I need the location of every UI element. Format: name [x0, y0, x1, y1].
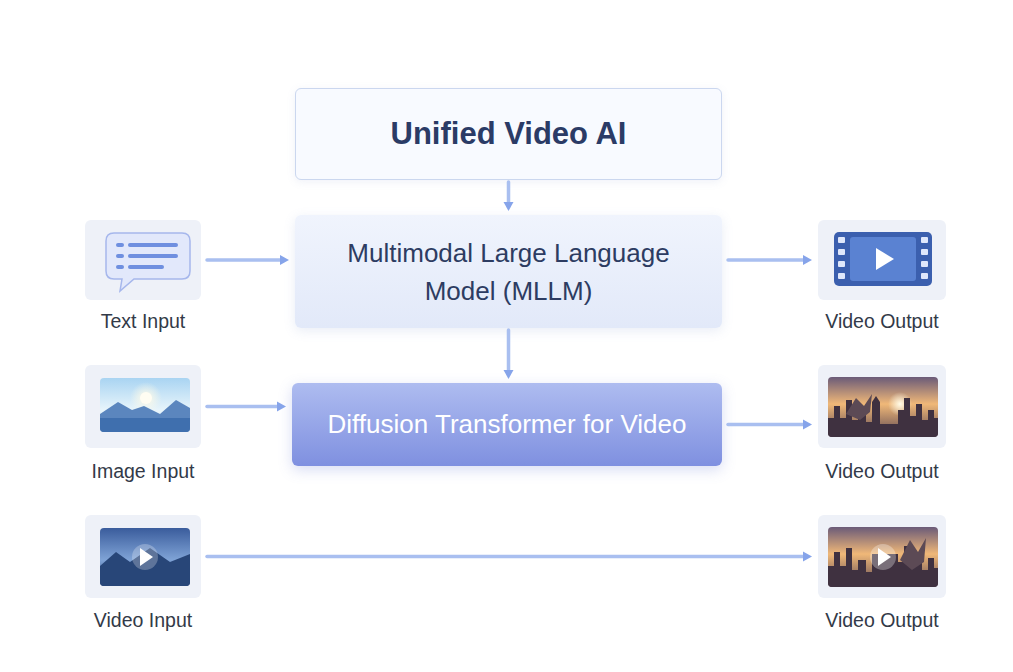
output-icon-box: Video Output [818, 515, 946, 598]
flow-arrow [728, 255, 812, 265]
node-caption: Video Input [45, 609, 241, 632]
arrow-head [803, 552, 812, 562]
input-icon-box: Text Input [85, 220, 201, 300]
arrow-line [507, 182, 511, 203]
node-caption: Image Input [45, 460, 241, 483]
node-caption: Video Output [778, 310, 986, 333]
arrow-head [803, 420, 812, 430]
arrow-head [280, 255, 289, 265]
arrow-head [504, 202, 514, 211]
flow-arrow [504, 182, 514, 211]
flow-arrow [504, 330, 514, 379]
node-caption: Video Output [778, 460, 986, 483]
flow-arrow [207, 552, 812, 562]
input-icon-box: Video Input [85, 515, 201, 598]
node-caption: Video Output [778, 609, 986, 632]
node-caption: Text Input [45, 310, 241, 333]
node-label: Unified Video AI [391, 116, 627, 152]
process-box: Diffusion Transformer for Video [292, 383, 722, 466]
flow-arrow [728, 420, 812, 430]
arrow-head [803, 255, 812, 265]
arrow-line [728, 258, 804, 262]
arrow-line [207, 405, 278, 409]
arrow-line [207, 258, 281, 262]
arrow-line [207, 555, 804, 559]
arrow-head [504, 370, 514, 379]
output-icon-box: Video Output [818, 220, 946, 300]
flow-arrow [207, 255, 289, 265]
flow-arrow [207, 402, 286, 412]
arrow-line [728, 423, 804, 427]
output-icon-box: Video Output [818, 365, 946, 448]
arrow-line [507, 330, 511, 371]
node-label: Multimodal Large Language Model (MLLM) [324, 234, 694, 310]
process-box: Multimodal Large Language Model (MLLM) [295, 215, 722, 328]
input-icon-box: Image Input [85, 365, 201, 448]
title-box: Unified Video AI [295, 88, 722, 180]
node-label: Diffusion Transformer for Video [328, 409, 687, 440]
arrow-head [277, 402, 286, 412]
